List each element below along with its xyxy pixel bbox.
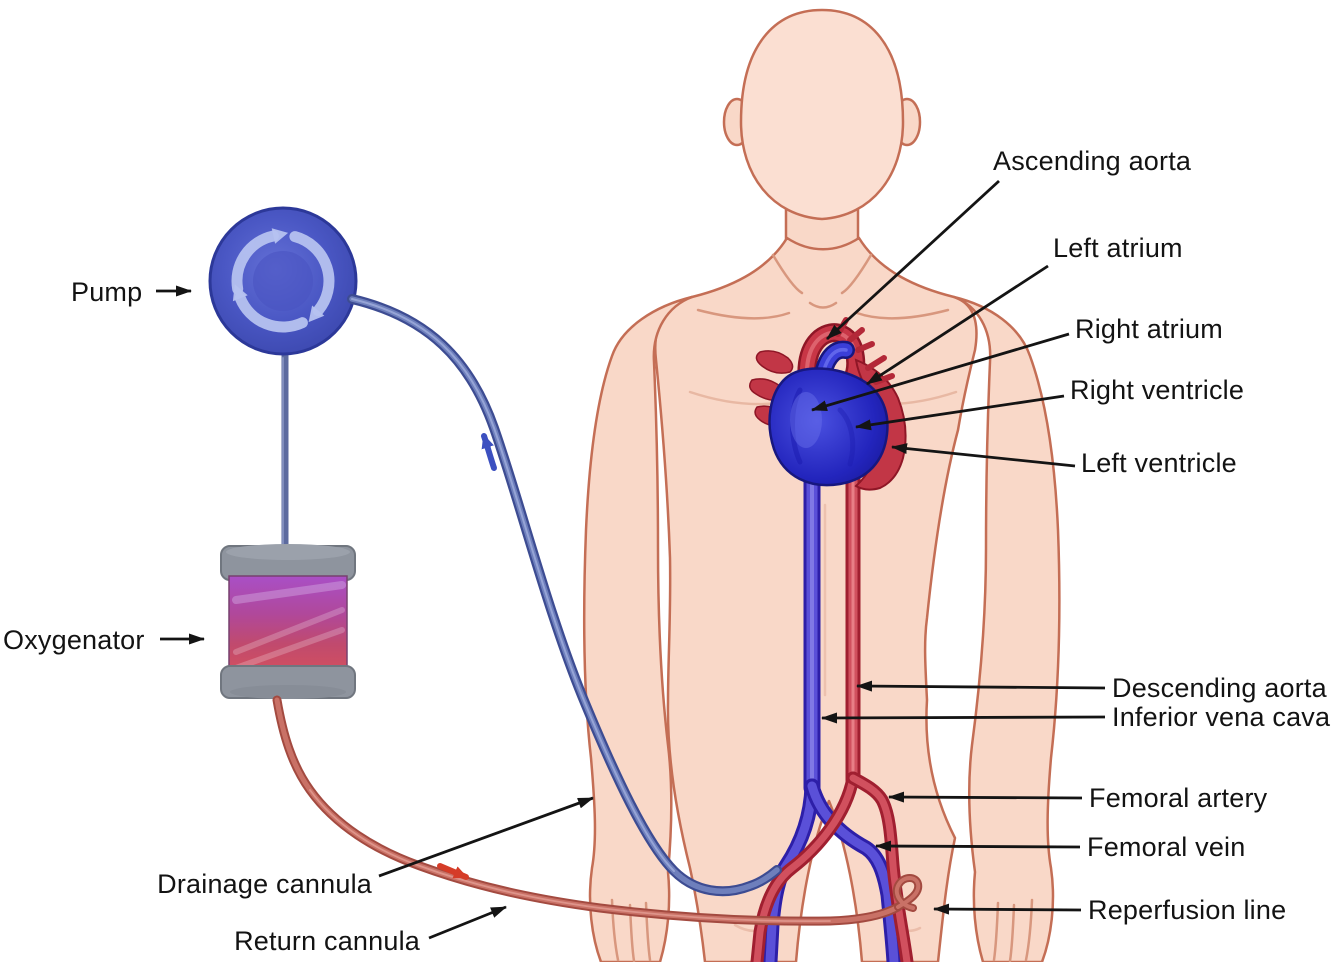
pump-center <box>253 251 313 311</box>
drainage-cannula-tube <box>347 294 782 897</box>
femoral-artery-branches <box>750 771 914 962</box>
femoral-vein-label: Femoral vein <box>1087 832 1245 862</box>
return-cannula-tube <box>272 695 923 926</box>
reperfusion-line-curl <box>892 874 923 912</box>
oxygenator-label: Oxygenator <box>3 625 145 655</box>
oxygenator-device <box>220 544 356 699</box>
inferior-vena-cava-label: Inferior vena cava <box>1112 702 1331 732</box>
left-atrium-label: Left atrium <box>1053 233 1183 263</box>
return-cannula-label: Return cannula <box>234 926 421 956</box>
drainage-cannula-label: Drainage cannula <box>157 869 373 899</box>
right-atrium-label: Right atrium <box>1075 314 1223 344</box>
left-ventricle-leader <box>891 443 1076 468</box>
right-arm <box>952 295 1061 962</box>
oxygenator-bottom-shadow <box>230 685 346 699</box>
femoral-artery-label: Femoral artery <box>1089 783 1268 813</box>
return-cannula-leader <box>428 905 507 940</box>
inferior-vena-cava-leader <box>821 712 1106 724</box>
left-arm <box>582 295 694 962</box>
arterial-flow-arrow-icon <box>437 863 469 880</box>
pump-oxygenator-line <box>281 350 289 552</box>
pump-rotation-arrowheads <box>232 228 325 323</box>
right-atrium-leader <box>811 332 1070 412</box>
right-ventricle-label: Right ventricle <box>1070 375 1244 405</box>
ascending-aorta-leader <box>826 179 1000 341</box>
labels: Pump Oxygenator Drainage cannula Return … <box>3 146 1331 956</box>
femoral-artery-leader <box>888 791 1083 803</box>
oxygenator-streaks <box>232 581 346 671</box>
pump-rotation-icon <box>231 230 335 333</box>
femoral-vein-leader <box>875 840 1081 852</box>
pump-device <box>208 206 358 356</box>
drainage-cannula-leader <box>378 796 594 878</box>
pump-label: Pump <box>71 277 142 307</box>
descending-aorta-label: Descending aorta <box>1112 673 1328 703</box>
heart-body-shading <box>790 387 856 467</box>
oxygenator-top-highlight <box>226 544 350 560</box>
heart-highlight <box>790 392 822 448</box>
left-ventricle-label: Left ventricle <box>1081 448 1237 478</box>
left-atrium-leader <box>866 264 1049 386</box>
leader-lines <box>156 179 1106 940</box>
reperfusion-line-label: Reperfusion line <box>1088 895 1286 925</box>
head <box>739 8 905 221</box>
heart-body-shape <box>768 367 889 487</box>
venous-flow-arrow-icon <box>481 433 497 471</box>
descending-aorta-leader <box>856 680 1106 692</box>
ascending-aorta-label: Ascending aorta <box>993 146 1192 176</box>
right-ventricle-leader <box>855 394 1065 431</box>
reperfusion-line-leader <box>933 903 1082 915</box>
